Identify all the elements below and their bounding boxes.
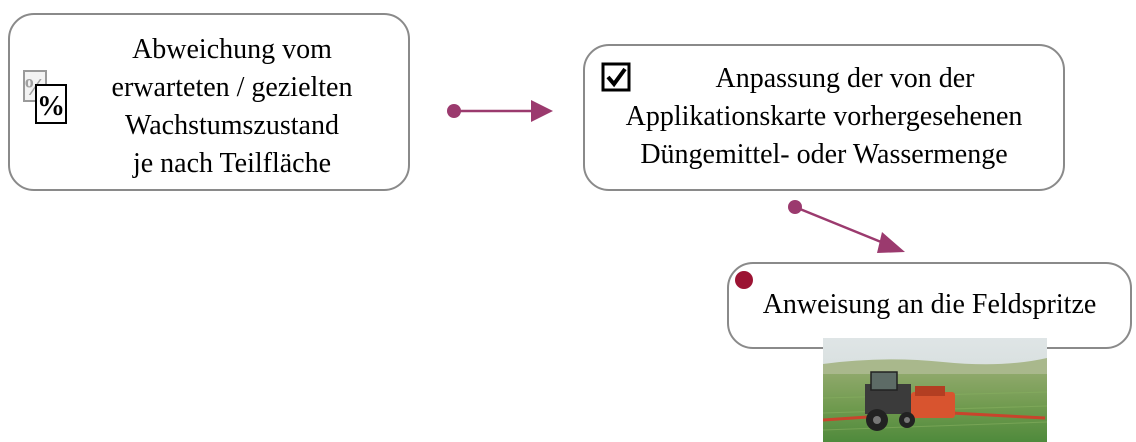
deviation-line: Wachstumszustand [125,110,339,141]
bullet-dot-icon [735,271,753,289]
deviation-box: % % Abweichung vom erwarteten / gezielte… [8,13,410,191]
adjustment-line: Anpassung der von der [715,63,975,94]
adjustment-line: Applikationskarte vorhergesehenen [625,101,1023,132]
arrow-deviation-to-adjustment [447,100,553,122]
adjustment-box: Anpassung der von der Applikationskarte … [583,44,1065,191]
svg-text:%: % [37,91,65,122]
deviation-line: je nach Teilfläche [132,148,332,179]
deviation-line: erwarteten / gezielten [111,72,353,103]
checkbox-checked-icon [601,62,631,92]
adjustment-line: Düngemittel- oder Wassermenge [640,139,1008,170]
adjustment-text: Anpassung der von der Applikationskarte … [585,60,1063,174]
field-sprayer-photo [823,338,1047,442]
arrow-adjustment-to-instruction [788,200,905,253]
deviation-text: Abweichung vom erwarteten / gezielten Wa… [70,31,394,183]
instruction-text: Anweisung an die Feldspritze [762,289,1097,320]
percent-icon: % % [23,70,67,124]
deviation-line: Abweichung vom [132,34,332,65]
